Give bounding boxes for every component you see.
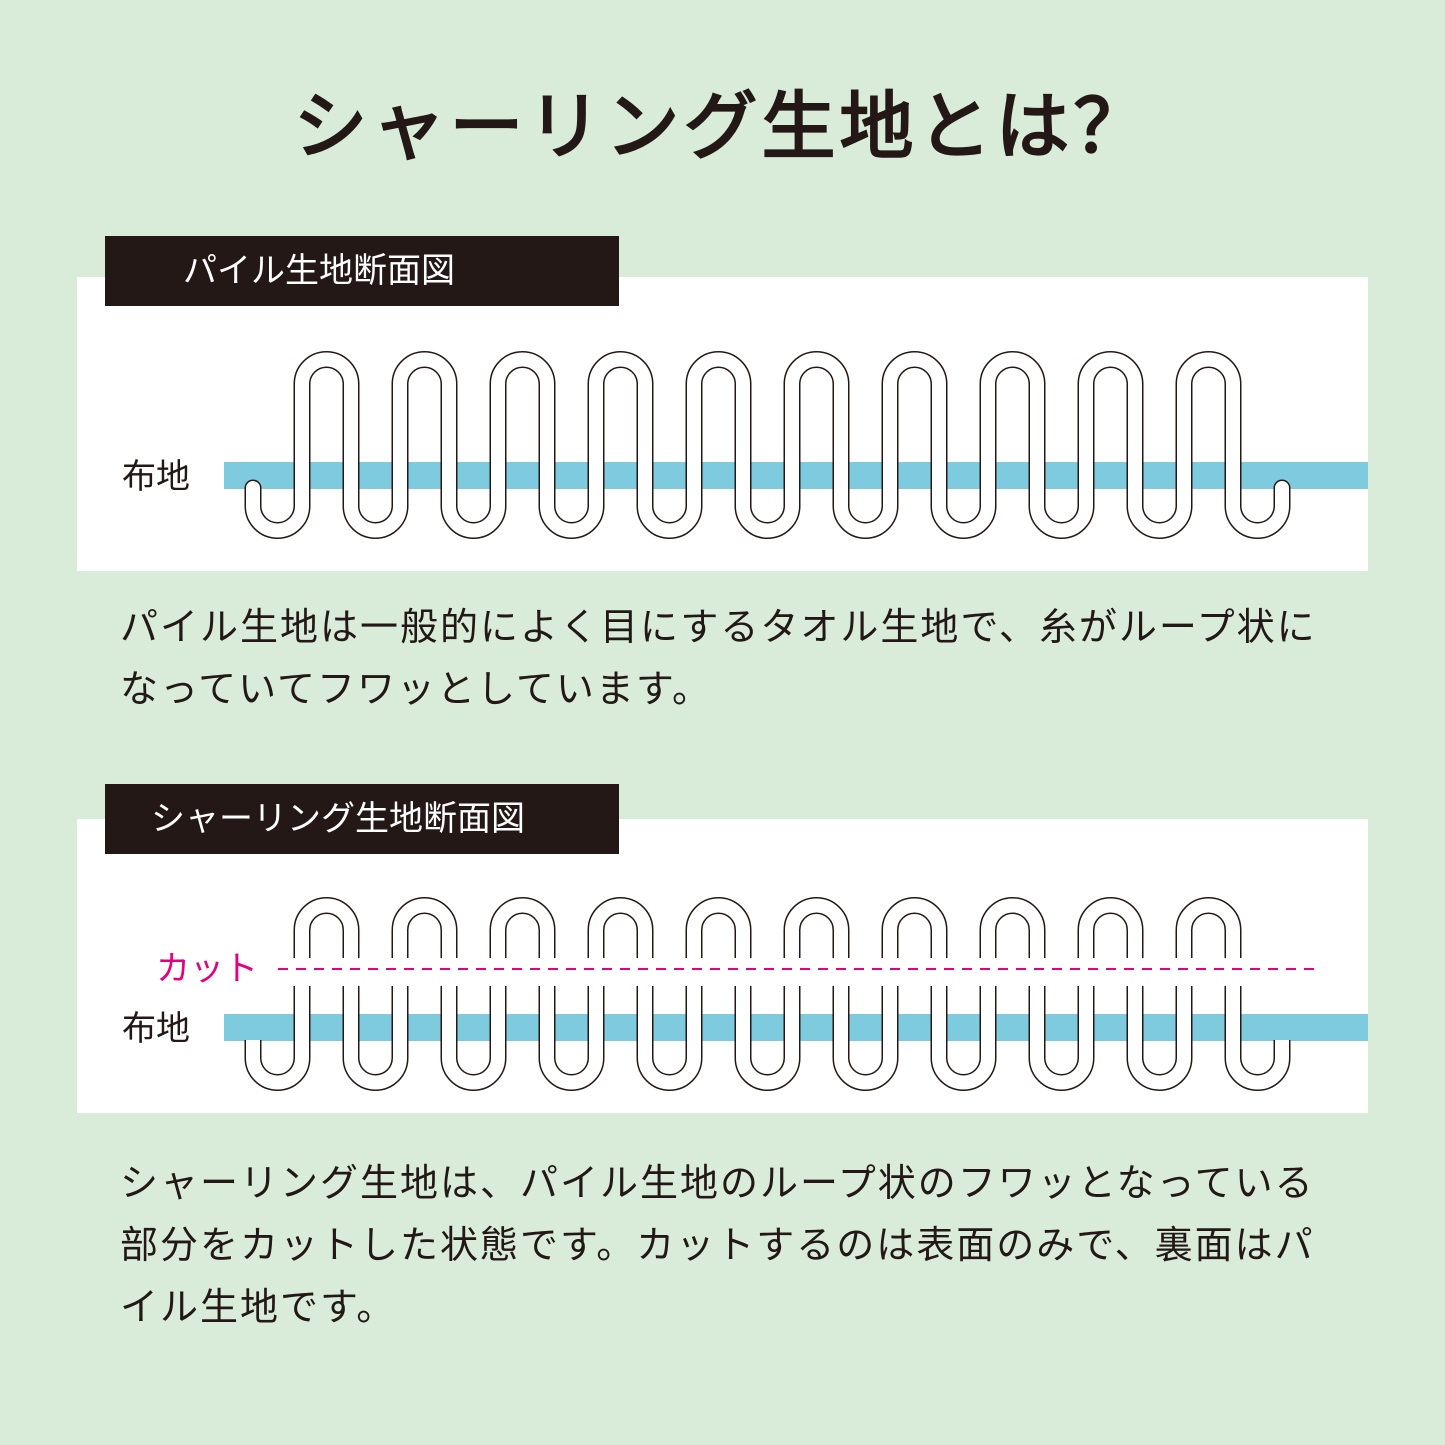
cut-loop-top-fill — [687, 898, 750, 958]
cut-loop-top-fill — [295, 898, 358, 958]
cut-loop-top-fill — [589, 898, 652, 958]
shearing-loops — [244, 897, 1291, 1091]
shearing-fabric-label: 布地 — [122, 1009, 190, 1049]
cut-loop-top-fill — [393, 898, 456, 958]
pile-loops — [244, 351, 1291, 539]
shearing-section-label: シャーリング生地断面図 — [105, 784, 619, 854]
pile-section-label: パイル生地断面図 — [105, 236, 619, 306]
cut-loop-top-fill — [491, 898, 554, 958]
cut-loop-top-fill — [981, 898, 1044, 958]
pile-thread-fill — [246, 352, 1289, 538]
cut-loop-top-fill — [1177, 898, 1240, 958]
cut-thread-bottom-fill — [246, 986, 1289, 1090]
shearing-description: シャーリング生地は、パイル生地のループ状のフワッとなっている部分をカットした状態… — [120, 1161, 1315, 1329]
page-title: シャーリング生地とは？ — [293, 84, 1152, 170]
cut-loop-top-fill — [1079, 898, 1142, 958]
cut-loop-top-fill — [785, 898, 848, 958]
pile-fabric-label: 布地 — [122, 457, 190, 497]
cut-label: カット — [156, 949, 258, 989]
cut-loop-top-fill — [883, 898, 946, 958]
pile-description: パイル生地は一般的によく目にするタオル生地で、糸がループ状になっていてフワッとし… — [120, 605, 1317, 711]
shearing-diagram-panel — [77, 819, 1368, 1113]
